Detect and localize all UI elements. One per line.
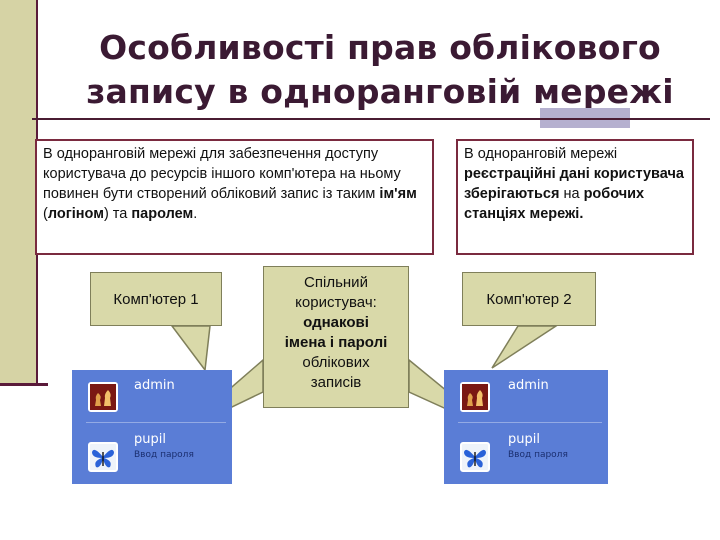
butterfly-avatar-icon[interactable] <box>88 442 118 472</box>
callout-computer-1: Комп'ютер 1 <box>90 272 222 326</box>
peer-network-access-text: В одноранговій мережі для забезпечення д… <box>35 139 434 255</box>
shared-line-2: користувач: <box>295 294 377 311</box>
username-admin[interactable]: admin <box>508 378 549 393</box>
password-hint: Ввод пароля <box>134 450 194 460</box>
bold-login: логіном <box>47 206 104 222</box>
title-line-1: Особливості прав облікового <box>99 28 661 67</box>
text-part: ) та <box>103 206 132 222</box>
pointer-pc2 <box>491 325 559 369</box>
title-line-2: запису в одноранговій мережі <box>86 72 674 111</box>
text-part: В одноранговій мережі для забезпечення д… <box>43 146 401 202</box>
bold-password: паролем <box>131 206 194 222</box>
chess-pieces-icon <box>90 384 116 410</box>
text-part: на <box>559 186 584 202</box>
login-screen-pc2: admin pupil Ввод пароля <box>444 370 608 484</box>
divider <box>458 422 602 423</box>
title-rule <box>32 118 710 120</box>
slide-title: Особливості прав облікового запису в одн… <box>60 26 700 114</box>
bold-name: ім'ям <box>379 186 417 202</box>
shared-line-3: однакові <box>303 314 369 331</box>
butterfly-icon <box>92 449 114 468</box>
bold-workstations: робочих станціях мережі. <box>464 186 645 222</box>
left-decor-bar <box>0 0 36 383</box>
butterfly-icon <box>464 449 486 468</box>
callout-shared-user: Спільний користувач: однакові імена і па… <box>263 266 409 408</box>
left-decor-tick <box>0 383 48 386</box>
divider <box>86 422 226 423</box>
chess-pieces-icon <box>462 384 488 410</box>
text-part: В одноранговій мережі <box>464 146 618 162</box>
login-screen-pc1: admin pupil Ввод пароля <box>72 370 232 484</box>
chess-avatar-icon[interactable] <box>88 382 118 412</box>
password-hint: Ввод пароля <box>508 450 568 460</box>
pointer-pc1 <box>170 325 211 372</box>
text-part: . <box>193 206 198 222</box>
text-part: ( <box>43 206 48 222</box>
shared-line-5: облікових <box>302 354 370 371</box>
shared-line-4: імена і паролі <box>284 334 388 351</box>
shared-line-1: Спільний <box>304 274 368 291</box>
username-pupil[interactable]: pupil <box>508 432 540 447</box>
shared-line-6: записів <box>310 374 362 391</box>
callout-computer-2: Комп'ютер 2 <box>462 272 596 326</box>
username-pupil[interactable]: pupil <box>134 432 166 447</box>
bold-credentials: реєстраційні дані користувача зберігають… <box>464 166 684 202</box>
username-admin[interactable]: admin <box>134 378 175 393</box>
peer-network-storage-text: В одноранговій мережі реєстраційні дані … <box>456 139 694 255</box>
chess-avatar-icon[interactable] <box>460 382 490 412</box>
butterfly-avatar-icon[interactable] <box>460 442 490 472</box>
